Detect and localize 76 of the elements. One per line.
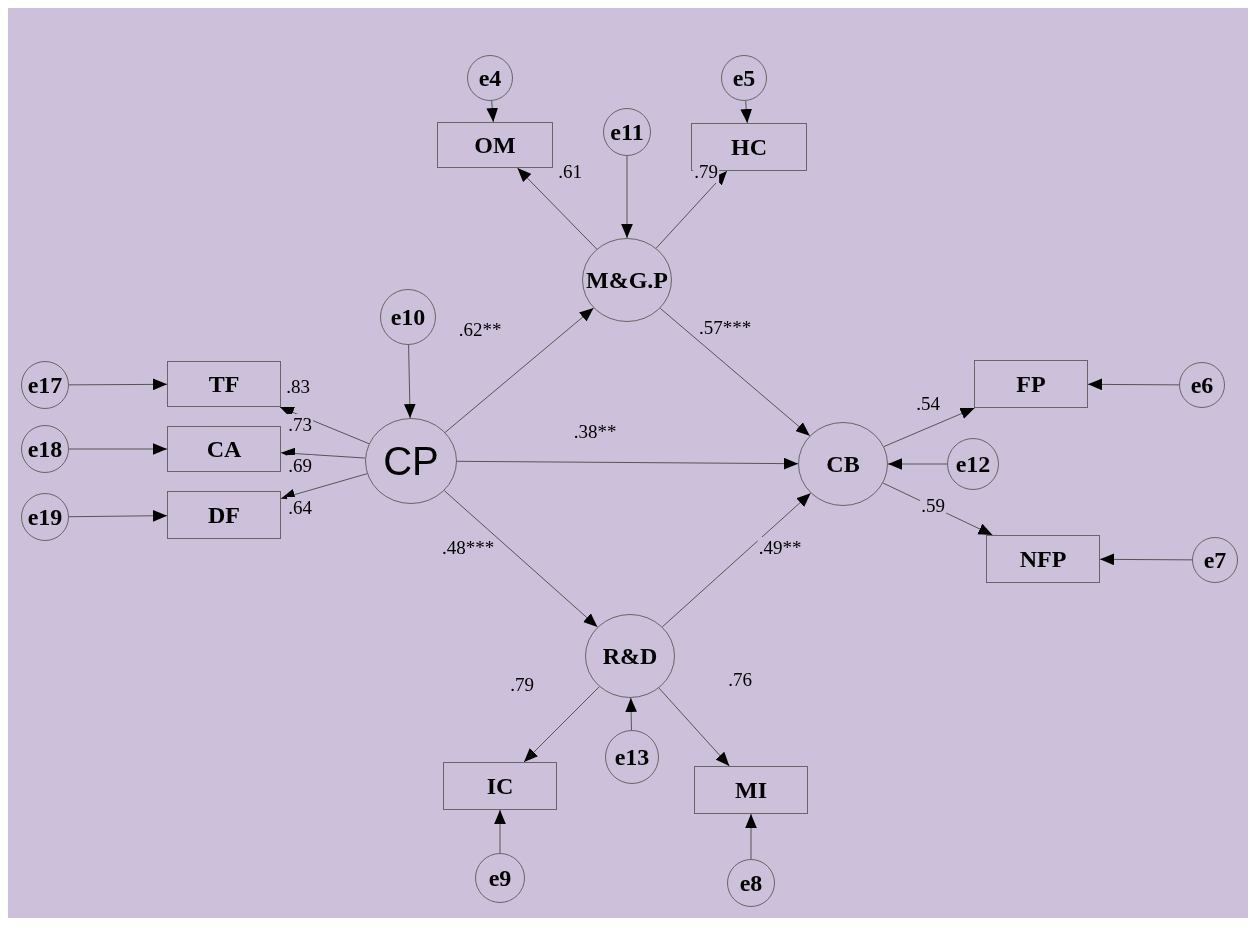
node-label: e8 xyxy=(739,869,763,897)
node-label: e12 xyxy=(955,450,991,478)
node-label: e4 xyxy=(478,64,502,92)
variable-ellipse xyxy=(475,853,525,903)
arrow xyxy=(659,307,811,437)
node-label: CP xyxy=(383,438,439,484)
variable-ellipse xyxy=(380,289,436,345)
node-label: e9 xyxy=(488,864,512,892)
variable-box xyxy=(986,535,1100,583)
variable-ellipse xyxy=(365,418,457,504)
arrow xyxy=(658,687,730,767)
node-label: e6 xyxy=(1190,371,1214,399)
arrow xyxy=(68,378,168,391)
arrow xyxy=(404,344,416,419)
variable-box xyxy=(694,766,808,814)
arrow xyxy=(621,155,633,239)
variable-ellipse xyxy=(21,425,69,473)
arrow xyxy=(494,809,506,854)
node-label: e7 xyxy=(1203,546,1227,574)
arrow xyxy=(740,100,753,124)
variable-box xyxy=(974,360,1088,408)
arrow xyxy=(517,167,598,250)
variable-box xyxy=(437,122,553,168)
node-label: NFP xyxy=(1019,545,1067,573)
node-label: HC xyxy=(731,133,767,161)
variable-ellipse xyxy=(585,614,675,698)
variable-ellipse xyxy=(605,730,659,784)
node-label: e11 xyxy=(610,118,644,146)
variable-box xyxy=(167,361,281,407)
node-label: FP xyxy=(1016,370,1046,398)
node-label: e13 xyxy=(614,743,650,771)
variable-ellipse xyxy=(727,859,775,907)
node-label: e18 xyxy=(27,435,63,463)
variable-box xyxy=(167,426,281,472)
variable-ellipse xyxy=(21,493,69,541)
variable-ellipse xyxy=(721,55,767,101)
variable-box xyxy=(443,762,557,810)
node-label: TF xyxy=(208,370,240,398)
arrow xyxy=(745,813,757,860)
node-label: MI xyxy=(735,776,767,804)
variable-ellipse xyxy=(467,55,513,101)
variable-ellipse xyxy=(798,422,888,506)
node-label: OM xyxy=(474,131,516,159)
arrow xyxy=(486,100,499,123)
variable-box xyxy=(167,491,281,539)
variable-ellipse xyxy=(582,238,672,322)
arrow xyxy=(1087,378,1180,391)
arrow xyxy=(1099,553,1193,566)
node-label: R&D xyxy=(602,642,658,670)
node-label: e10 xyxy=(390,303,426,331)
node-label: IC xyxy=(486,772,514,800)
arrow xyxy=(655,170,728,249)
arrow xyxy=(68,509,168,522)
arrow xyxy=(280,473,368,501)
node-label: M&G.P xyxy=(586,266,668,294)
arrow xyxy=(443,490,598,628)
arrow xyxy=(887,458,948,470)
arrow xyxy=(280,447,366,460)
variable-ellipse xyxy=(21,361,69,409)
variable-ellipse xyxy=(603,108,651,156)
variable-ellipse xyxy=(1192,537,1238,583)
arrow xyxy=(523,686,600,763)
node-label: CB xyxy=(826,450,860,478)
arrow xyxy=(456,457,799,470)
node-label: DF xyxy=(208,501,240,529)
node-label: CA xyxy=(206,435,242,463)
arrow xyxy=(883,407,976,448)
arrow xyxy=(625,697,637,731)
variable-ellipse xyxy=(947,438,999,490)
arrow xyxy=(68,443,168,455)
node-label: e5 xyxy=(732,64,756,92)
arrow xyxy=(661,492,812,628)
node-label: e19 xyxy=(27,503,63,531)
variable-ellipse xyxy=(1179,362,1225,408)
node-label: e17 xyxy=(27,371,63,399)
arrow xyxy=(444,307,594,433)
